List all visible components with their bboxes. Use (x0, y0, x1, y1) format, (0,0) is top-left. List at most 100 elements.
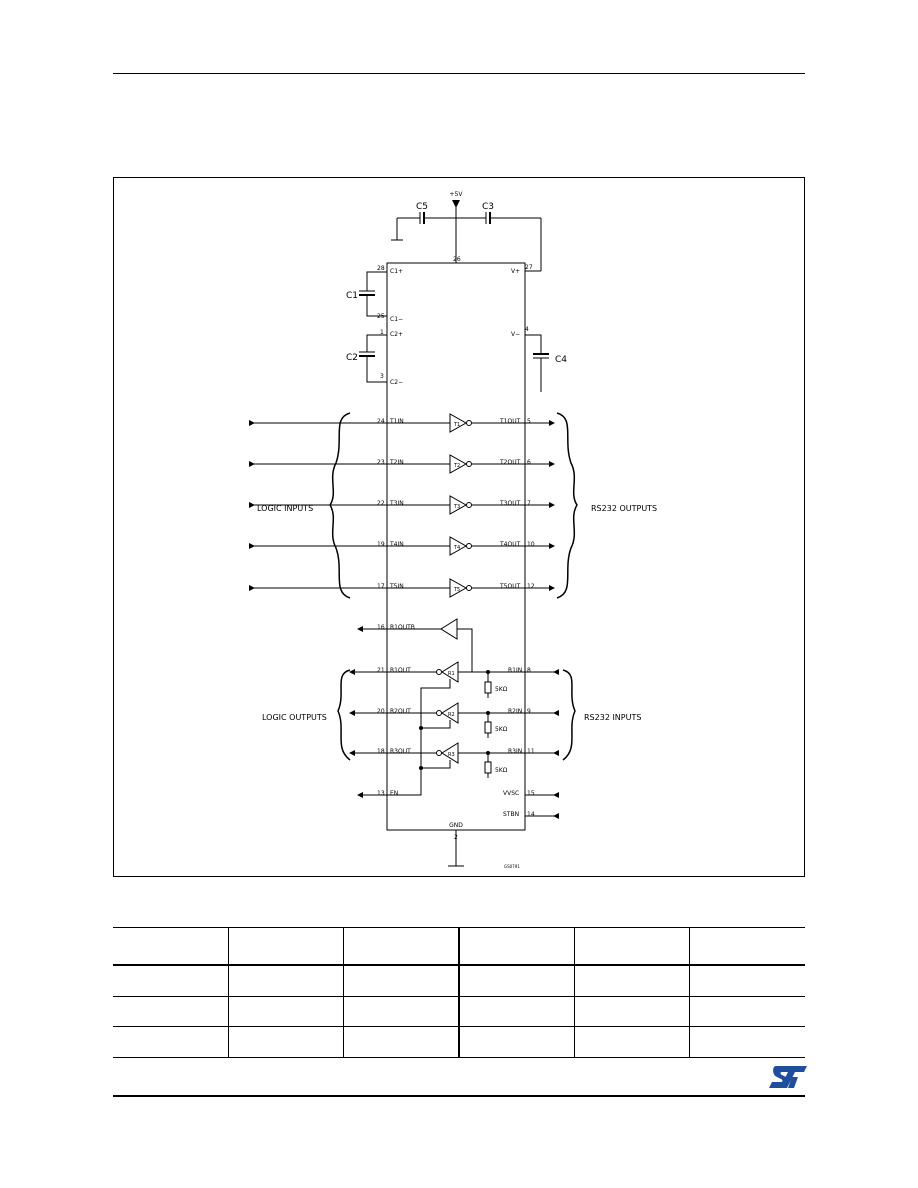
table-header-cell (343, 926, 459, 966)
schematic-figure: +5V 26 C5 C3 28 C1+ 25 C1− C1 1 C2+ (113, 177, 805, 877)
svg-text:GND: GND (449, 822, 463, 829)
brace-rs232-outputs (556, 412, 578, 599)
label-logic-outputs: LOGIC OUTPUTS (262, 713, 327, 722)
header-rule (113, 73, 805, 74)
svg-text:20: 20 (377, 708, 385, 715)
svg-text:5: 5 (527, 418, 531, 425)
svg-text:R2: R2 (448, 712, 455, 718)
st-logo-icon (769, 1066, 807, 1088)
supply-arrow-icon (452, 200, 460, 208)
table-header-cell (113, 926, 229, 966)
ground-pin: GND 2 (448, 822, 464, 867)
capacitor-c1: 28 C1+ 25 C1− C1 (346, 265, 403, 323)
table-cell (343, 996, 459, 1028)
receiver-r3: 5KΩ 18 R3OUT R3 R3IN 11 (349, 742, 559, 778)
table-cell (689, 964, 805, 997)
receiver-r1outb-buffer: 16 R1OUTB (357, 618, 473, 672)
table-cell (689, 1026, 805, 1058)
table-cell (343, 1026, 459, 1058)
svg-text:R1: R1 (448, 671, 455, 677)
svg-text:C3: C3 (482, 202, 494, 212)
enable-line: 13 EN (357, 679, 451, 798)
svg-text:V+: V+ (511, 268, 520, 275)
svg-text:19: 19 (377, 541, 385, 548)
svg-text:T3OUT: T3OUT (499, 500, 521, 507)
svg-text:C4: C4 (555, 355, 567, 365)
capacitor-c5: C5 (391, 202, 456, 241)
table-cell (573, 1026, 690, 1058)
svg-text:T4IN: T4IN (389, 541, 404, 548)
label-rs232-outputs: RS232 OUTPUTS (591, 504, 657, 513)
svg-text:C1: C1 (346, 291, 358, 301)
svg-text:18: 18 (377, 748, 385, 755)
svg-text:R1IN: R1IN (508, 667, 522, 674)
svg-text:9: 9 (527, 708, 531, 715)
svg-text:T5OUT: T5OUT (499, 583, 521, 590)
svg-text:T1: T1 (453, 422, 460, 428)
svg-text:5KΩ: 5KΩ (495, 767, 508, 774)
brace-logic-inputs (329, 412, 351, 599)
svg-text:4: 4 (525, 326, 529, 333)
table-cell (227, 1026, 344, 1058)
svg-text:2: 2 (454, 834, 458, 841)
brace-logic-outputs (337, 669, 351, 761)
svg-text:C5: C5 (416, 202, 428, 212)
svg-text:R3OUT: R3OUT (390, 748, 411, 755)
svg-text:T1IN: T1IN (389, 418, 404, 425)
svg-text:R2IN: R2IN (508, 708, 522, 715)
data-table (113, 926, 805, 1058)
receiver-r2: 5KΩ 20 R2OUT R2 R2IN 9 (349, 702, 559, 738)
transmitter-t5: 17 T5IN T5 T5OUT 12 (249, 578, 555, 598)
table-header-cell (573, 926, 690, 966)
svg-text:14: 14 (527, 811, 535, 818)
svg-text:T5IN: T5IN (389, 583, 404, 590)
svg-text:5KΩ: 5KΩ (495, 726, 508, 733)
svg-text:T2OUT: T2OUT (499, 459, 521, 466)
svg-text:3: 3 (380, 373, 384, 380)
svg-text:T3IN: T3IN (389, 500, 404, 507)
footer-rule (113, 1095, 805, 1097)
transmitter-t4: 19 T4IN T4 T4OUT 10 (249, 536, 555, 556)
table-cell (689, 996, 805, 1028)
control-pins: VVSC 15 STBN 14 (503, 790, 559, 819)
table-cell (113, 964, 229, 997)
supply-node: +5V 26 (450, 191, 463, 263)
svg-text:EN: EN (390, 790, 398, 797)
svg-text:C2: C2 (346, 353, 358, 363)
svg-text:T5: T5 (453, 587, 460, 593)
svg-text:6: 6 (527, 459, 531, 466)
svg-text:C2+: C2+ (390, 331, 403, 338)
transmitter-t3: 22 T3IN T3 T3OUT 7 (249, 495, 555, 515)
svg-text:1: 1 (380, 329, 384, 336)
svg-text:T1OUT: T1OUT (499, 418, 521, 425)
svg-text:26: 26 (453, 256, 461, 263)
svg-text:11: 11 (527, 748, 535, 755)
svg-text:23: 23 (377, 459, 385, 466)
svg-text:27: 27 (525, 264, 533, 271)
svg-text:5KΩ: 5KΩ (495, 686, 508, 693)
table-cell (457, 996, 575, 1028)
table-header-cell (227, 926, 344, 966)
svg-text:C1−: C1− (390, 316, 403, 323)
svg-text:V−: V− (511, 331, 520, 338)
svg-text:R3: R3 (448, 752, 455, 758)
label-rs232-inputs: RS232 INPUTS (584, 713, 641, 722)
table-row (113, 1026, 805, 1058)
application-circuit-diagram: +5V 26 C5 C3 28 C1+ 25 C1− C1 1 C2+ (249, 191, 657, 869)
svg-text:15: 15 (527, 790, 535, 797)
figure-code: GS0791 (504, 864, 520, 869)
table-cell (573, 964, 690, 997)
svg-text:R1OUT: R1OUT (390, 667, 411, 674)
svg-text:24: 24 (377, 418, 385, 425)
brace-rs232-inputs (562, 669, 576, 761)
table-cell (113, 1026, 229, 1058)
capacitor-c2: 1 C2+ 3 C2− C2 (346, 329, 403, 386)
table-cell (227, 964, 344, 997)
svg-text:C1+: C1+ (390, 268, 403, 275)
capacitor-c3: C3 (456, 202, 542, 272)
svg-text:13: 13 (377, 790, 385, 797)
table-cell (573, 996, 690, 1028)
svg-text:R3IN: R3IN (508, 748, 522, 755)
svg-text:21: 21 (377, 667, 385, 674)
table-cell (457, 964, 575, 997)
